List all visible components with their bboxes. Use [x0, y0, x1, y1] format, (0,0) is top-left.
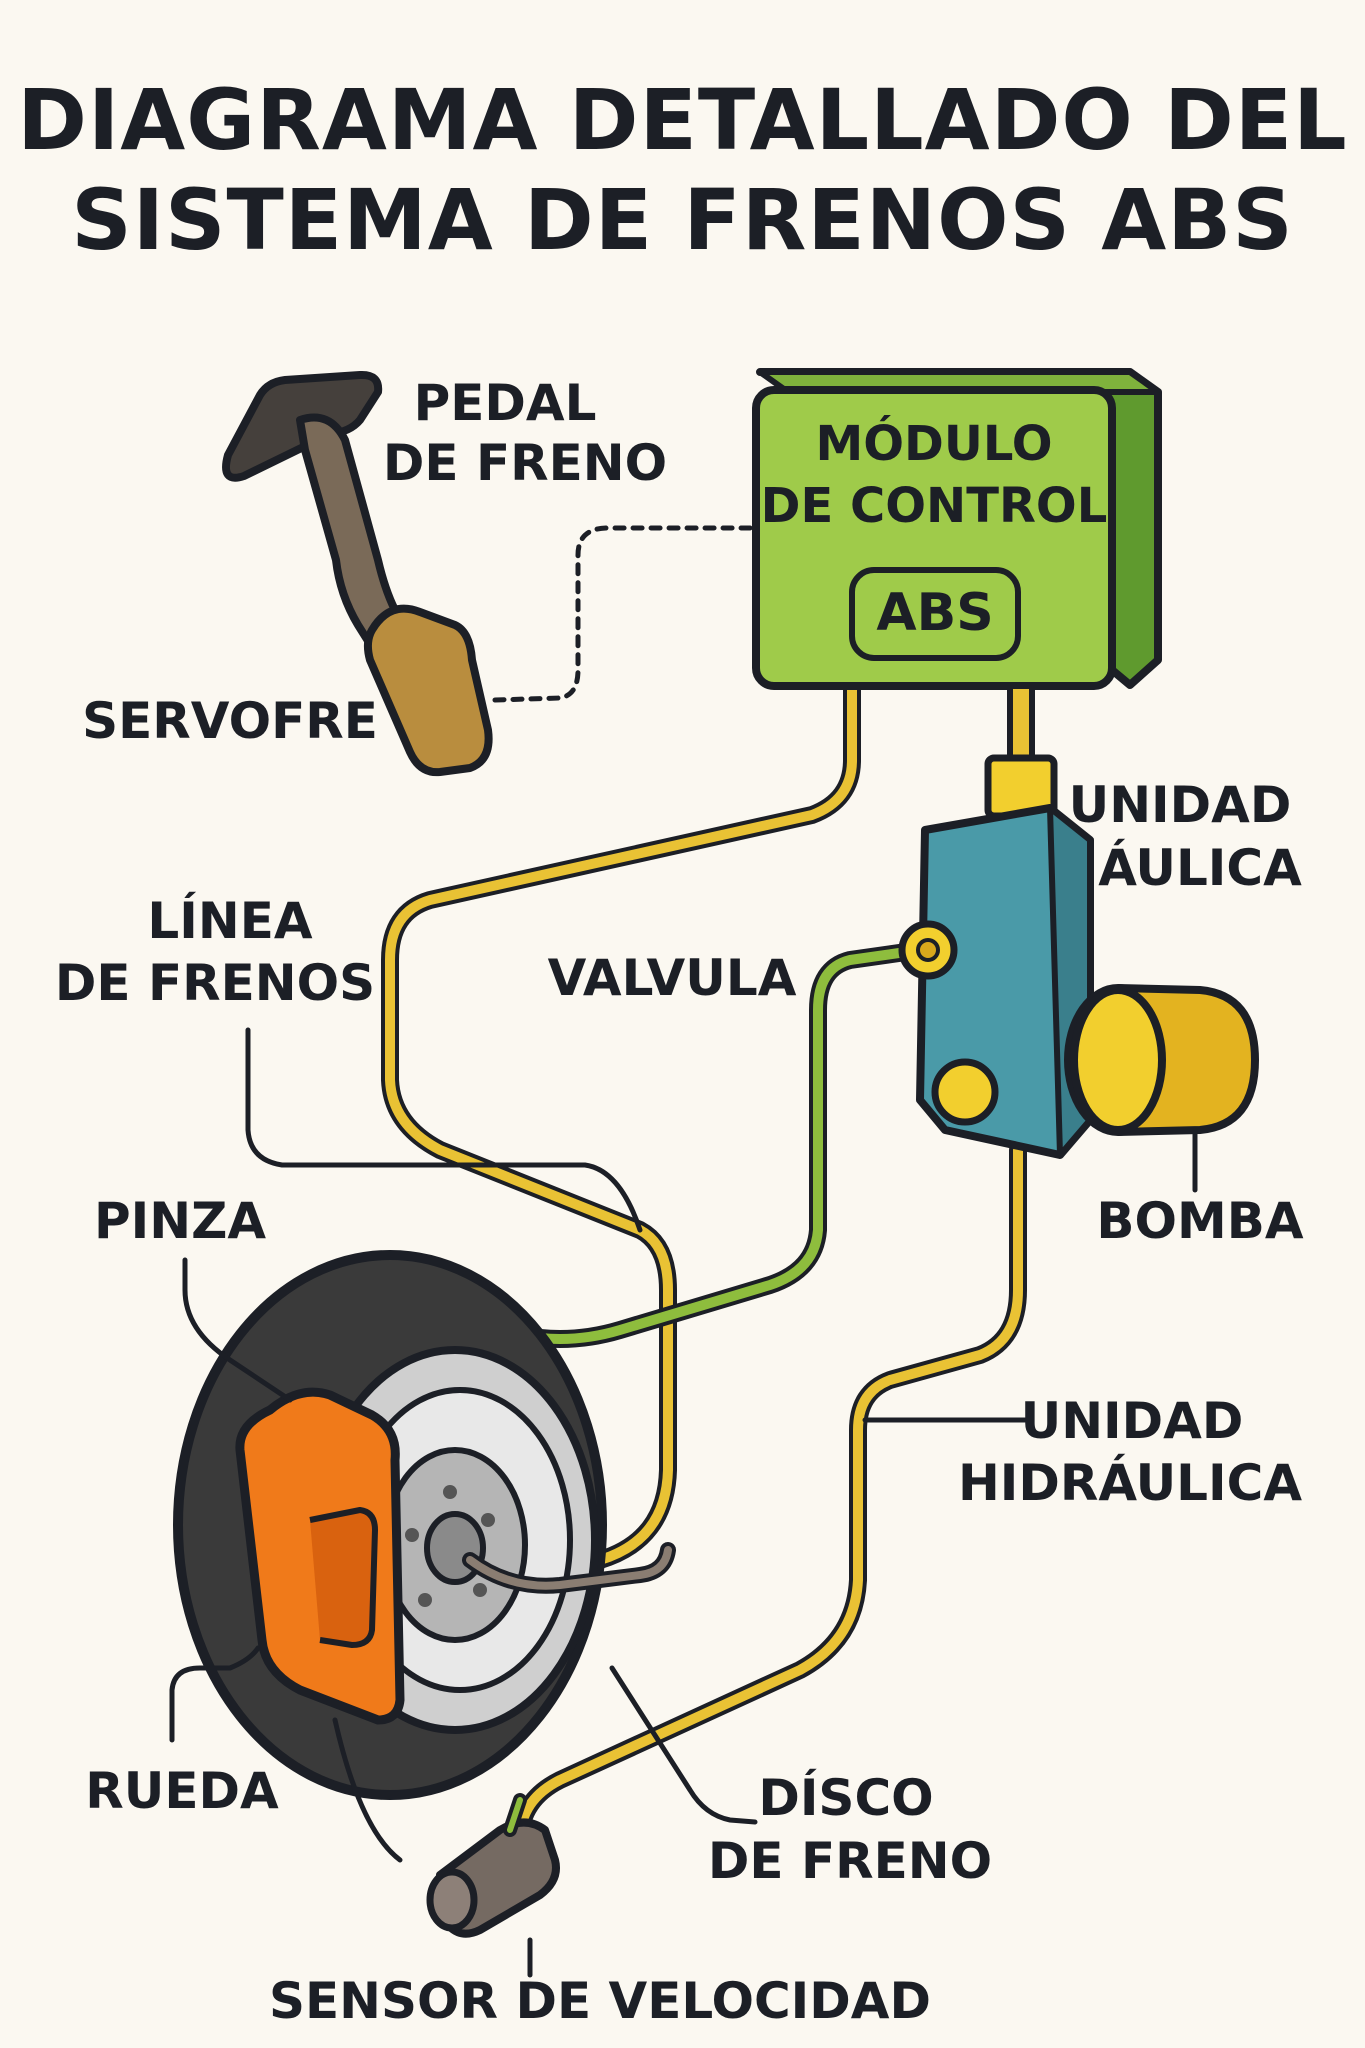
pump-label: BOMBA [1096, 1192, 1303, 1250]
title-line-1: DIAGRAMA DETALLADO DEL [17, 71, 1348, 169]
module-label-line-2: DE CONTROL [761, 478, 1108, 534]
abs-badge [849, 567, 1021, 661]
valve-label: VALVULA [548, 949, 797, 1007]
pump [1064, 984, 1259, 1136]
pedal-label-line-2: DE FRENO [383, 434, 667, 492]
hydraulic-unit [898, 804, 1094, 1159]
servo-signal-dotted-line [492, 525, 755, 703]
speed-sensor [426, 1793, 560, 1938]
brake-pedal [222, 370, 493, 777]
module-badge-text: ABS [876, 583, 993, 643]
hydraulic-port-icon [931, 1058, 999, 1126]
brake-line-label-line-1: LÍNEA [147, 891, 312, 950]
servo-label: SERVOFRE [82, 692, 378, 750]
disc-label-line-2: DE FRENO [708, 1832, 992, 1890]
leader-lines [169, 1027, 1198, 1978]
brake-caliper [235, 1387, 405, 1725]
brake-line-label-line-2: DE FRENOS [55, 954, 375, 1012]
page-title: DIAGRAMA DETALLADO DEL SISTEMA DE FRENOS… [0, 70, 1365, 270]
title-line-2: SISTEMA DE FRENOS ABS [71, 171, 1294, 269]
disc-label-line-1: DÍSCO [758, 1768, 933, 1827]
caliper-label: PINZA [94, 1192, 266, 1250]
pedal-label-line-1: PEDAL [414, 374, 597, 432]
abs-control-module [752, 368, 1162, 690]
speed-sensor-label: SENSOR DE VELOCIDAD [269, 1972, 931, 2030]
hydraulic-top-label-line-2: ÁULICA [1098, 838, 1302, 897]
hydraulic-bottom-label-line-2: HIDRÁULICA [958, 1453, 1302, 1512]
hydraulic-bottom-label-line-1: UNIDAD [1021, 1392, 1244, 1450]
module-output-pipe [1007, 683, 1035, 761]
hydraulic-top-label-line-1: UNIDAD [1069, 776, 1292, 834]
wheel-label: RUEDA [85, 1762, 279, 1820]
module-label-line-1: MÓDULO [815, 415, 1052, 472]
